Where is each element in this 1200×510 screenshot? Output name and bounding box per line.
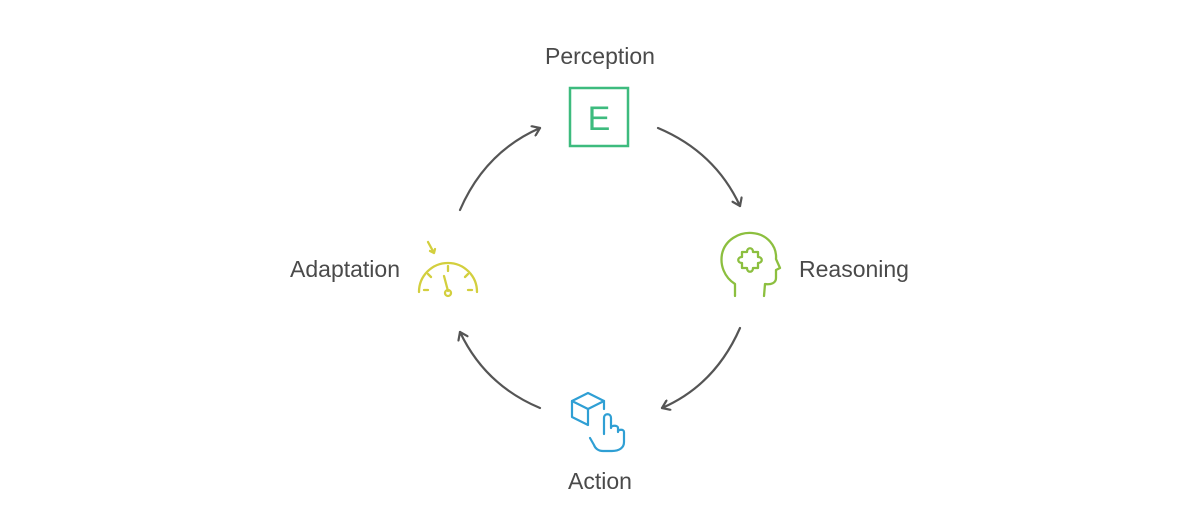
head-with-puzzle-icon bbox=[720, 231, 782, 298]
arrow-reasoning-to-action bbox=[660, 326, 742, 408]
adaptation-label: Adaptation bbox=[290, 256, 400, 282]
gauge-dial-icon bbox=[417, 240, 479, 298]
arrow-action-to-adaptation bbox=[460, 330, 542, 410]
arrow-adaptation-to-perception bbox=[458, 128, 542, 212]
cube-with-pointing-hand-icon bbox=[570, 391, 626, 453]
perception-label: Perception bbox=[545, 43, 655, 69]
reasoning-label: Reasoning bbox=[799, 256, 909, 282]
action-label: Action bbox=[568, 468, 632, 494]
arrow-perception-to-reasoning bbox=[656, 126, 740, 208]
perception-icon-letter: E bbox=[588, 100, 611, 138]
framed-letter-e-icon: E bbox=[568, 86, 630, 148]
